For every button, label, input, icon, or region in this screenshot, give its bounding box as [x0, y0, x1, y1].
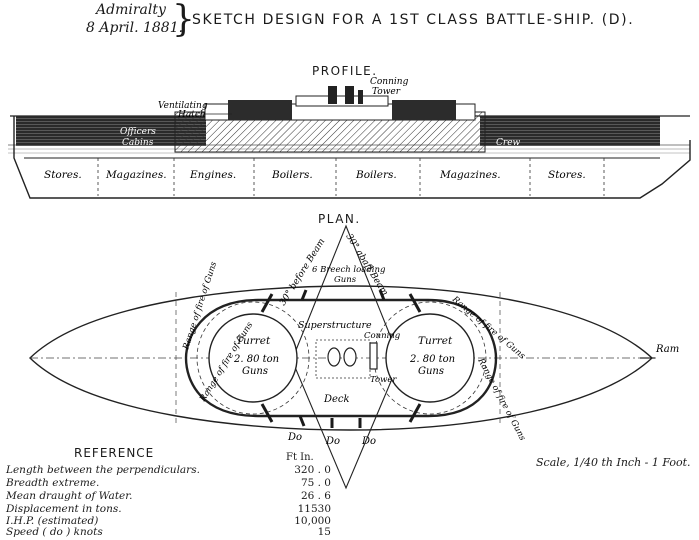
- funnel-fore: [328, 86, 337, 104]
- tower-label: Tower: [370, 375, 397, 385]
- profile-crew-label: Crew: [496, 138, 521, 148]
- reference-units: Ft In.: [286, 452, 314, 463]
- profile-cabins-label: Cabins: [122, 138, 154, 148]
- compartment-magazines-fore: Magazines.: [105, 169, 167, 181]
- funnel-aft-plan: [343, 347, 357, 367]
- fore-armour-band: [16, 116, 206, 146]
- header-brace: }: [172, 0, 195, 40]
- profile-view: [8, 86, 691, 199]
- scale-note: Scale, 1/40 th Inch - 1 Foot.: [536, 456, 691, 469]
- turret-aft-guns-1: 2. 80 ton: [409, 354, 455, 365]
- reference-row-label: Displacement in tons.: [6, 503, 122, 515]
- ditto-label-1: Do: [287, 432, 302, 443]
- reference-row-value: 10,000: [294, 515, 331, 527]
- ram-label: Ram: [655, 344, 679, 355]
- turret-aft-guns-2: Guns: [418, 366, 444, 377]
- conning-tower-profile: [358, 90, 363, 104]
- reference-row-value: 15: [317, 526, 331, 538]
- fore-turret-plan: [208, 313, 298, 403]
- drawing-title: SKETCH DESIGN FOR A 1ST CLASS BATTLE-SHI…: [192, 12, 635, 28]
- hull-profile: [13, 116, 691, 199]
- reference-row-label: Speed ( do ) knots: [6, 526, 103, 538]
- plan-view: [28, 224, 656, 490]
- compartment-engines: Engines.: [189, 169, 236, 181]
- profile-heading: PROFILE.: [312, 64, 378, 78]
- turret-fore-label: Turret: [236, 335, 271, 347]
- funnel-fore-plan: [327, 347, 341, 367]
- turret-fore-guns-1: 2. 80 ton: [233, 354, 279, 365]
- reference-row-label: I.H.P. (estimated): [6, 515, 99, 527]
- profile-officers-label: Officers: [120, 127, 156, 137]
- reference-row-value: 26 . 6: [300, 490, 331, 502]
- reference-row-label: Mean draught of Water.: [6, 490, 133, 502]
- plan-heading: PLAN.: [318, 212, 361, 226]
- compartment-boilers-1: Boilers.: [271, 169, 313, 181]
- breech-guns-label-1: 6 Breech loading: [312, 265, 386, 275]
- conning-tower-plan: [369, 342, 378, 370]
- breech-guns-label-2: Guns: [334, 275, 357, 285]
- reference-row-value: 320 . 0: [294, 464, 331, 476]
- funnel-aft: [345, 86, 354, 104]
- profile-hatch-label: Hatch: [177, 110, 206, 120]
- reference-row-value: 11530: [297, 503, 331, 515]
- profile-ventilating-label: Ventilating: [158, 101, 208, 111]
- range-fire-label-4: Range of fire of Guns: [475, 356, 528, 443]
- turret-aft-label: Turret: [418, 335, 453, 347]
- header-org: Admiralty: [96, 2, 166, 18]
- profile-tower-label: Tower: [372, 87, 401, 97]
- reference-title: REFERENCE: [74, 446, 155, 460]
- compartment-stores-fore: Stores.: [44, 169, 82, 181]
- aft-turret-plan: [385, 313, 475, 403]
- header-date: 8 April. 1881.: [86, 20, 184, 36]
- reference-row-label: Breadth extreme.: [6, 477, 100, 489]
- profile-conning-label: Conning: [370, 77, 409, 87]
- compartment-boilers-2: Boilers.: [355, 169, 397, 181]
- aft-armour-band: [480, 116, 660, 146]
- fore-turret-profile: [228, 100, 292, 120]
- ditto-label-3: Do: [361, 436, 376, 447]
- conning-label: Conning: [364, 331, 401, 341]
- breastwork: [184, 298, 498, 418]
- aft-turret-profile: [392, 100, 456, 120]
- turret-fore-guns-2: Guns: [242, 366, 268, 377]
- compartment-magazines-aft: Magazines.: [439, 169, 501, 181]
- deck-label: Deck: [323, 394, 350, 405]
- reference-row-value: 75 . 0: [300, 477, 331, 489]
- ditto-label-2: Do: [325, 436, 340, 447]
- fire-arc-diamond: [291, 224, 401, 490]
- superstructure-label: Superstructure: [298, 320, 372, 331]
- reference-row-label: Length between the perpendiculars.: [6, 464, 200, 476]
- compartment-stores-aft: Stores.: [548, 169, 586, 181]
